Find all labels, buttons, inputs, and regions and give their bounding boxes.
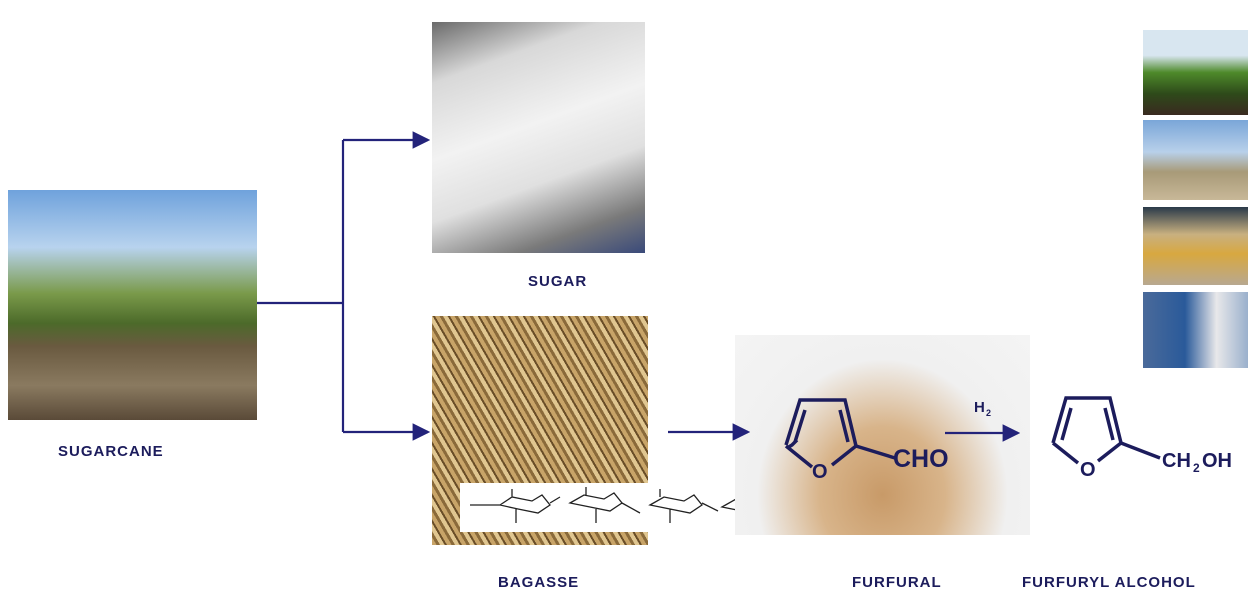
label-bagasse: BAGASSE [498,574,580,591]
alcohol-oh-group: OH [1202,450,1232,472]
furfural-bottle-photo [735,335,1030,535]
label-sugarcane: SUGARCANE [58,443,164,460]
furfural-cho-group: CHO [893,445,949,473]
reagent-h: H [974,399,985,416]
furfuryl-alcohol-structure-icon [1051,396,1161,465]
thumbnail-loader [1143,207,1248,285]
alcohol-subscript: 2 [1193,461,1200,475]
furfural-structure-icon [784,398,896,469]
sugarcane-field-photo [8,190,257,420]
thumbnail-cane-field [1143,30,1248,115]
label-furfural: FURFURAL [852,574,942,591]
alcohol-ring-oxygen: O [1080,459,1096,481]
sugar-photo [432,22,645,253]
thumbnail-harvest [1143,120,1248,200]
alcohol-ch-group: CH [1162,450,1191,472]
reagent-subscript: 2 [986,408,991,418]
thumbnail-silo [1143,292,1248,368]
label-furfuryl-alcohol: FURFURYL ALCOHOL [1022,574,1196,591]
cellulose-structure-strip [460,483,778,532]
furfural-ring-oxygen: O [812,461,828,483]
label-sugar: SUGAR [528,273,588,290]
